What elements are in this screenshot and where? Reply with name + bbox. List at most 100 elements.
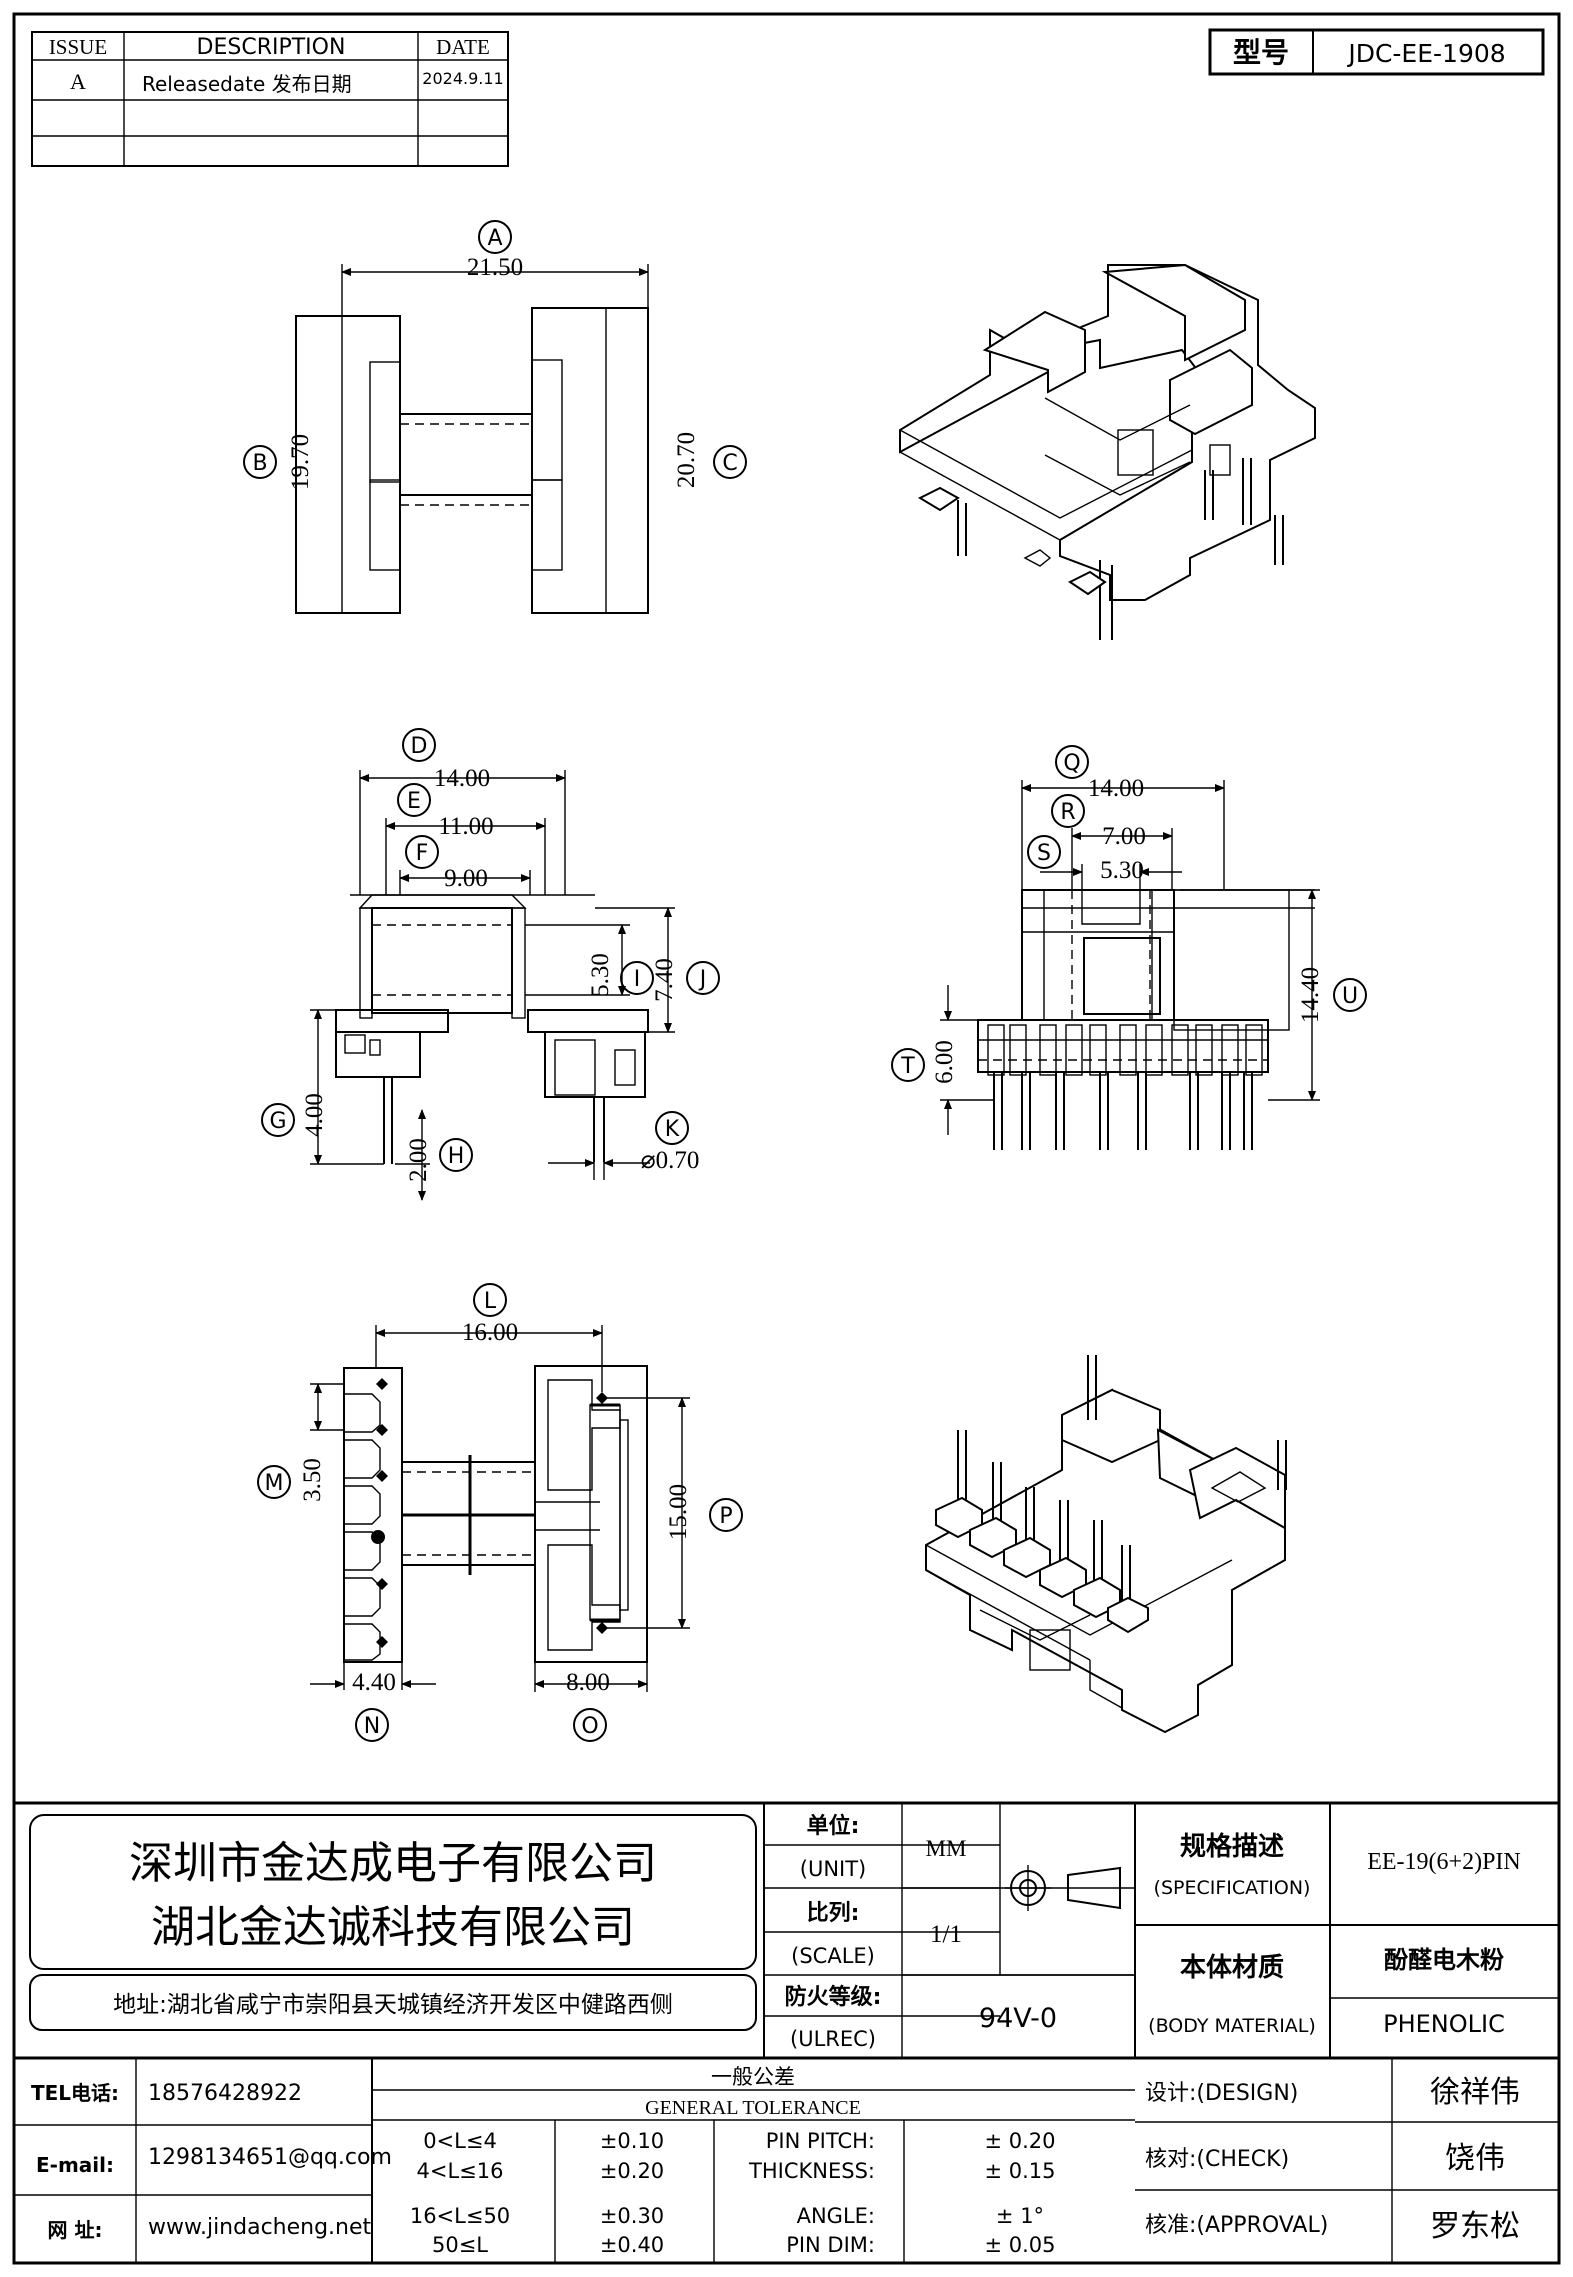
svg-text:A: A bbox=[487, 226, 502, 251]
material-label-en: (BODY MATERIAL) bbox=[1148, 2015, 1316, 2037]
dim-e-value: 11.00 bbox=[438, 813, 493, 840]
model-box: 型号 JDC-EE-1908 bbox=[1208, 28, 1545, 76]
svg-text:± 0.15: ± 0.15 bbox=[984, 2159, 1055, 2183]
svg-text:H: H bbox=[448, 1144, 465, 1169]
dim-t-value: 6.00 bbox=[931, 1040, 958, 1084]
isometric-view-top bbox=[899, 263, 1316, 640]
tolerance-row: 4<L≤16 ±0.20 THICKNESS: ± 0.15 bbox=[417, 2159, 1056, 2183]
svg-text:U: U bbox=[1342, 984, 1358, 1009]
svg-text:± 0.20: ± 0.20 bbox=[984, 2129, 1055, 2153]
svg-text:± 0.05: ± 0.05 bbox=[984, 2233, 1055, 2257]
company-name-1: 深圳市金达成电子有限公司 bbox=[129, 1838, 657, 1889]
model-value: JDC-EE-1908 bbox=[1346, 39, 1505, 68]
svg-text:±0.20: ±0.20 bbox=[600, 2159, 664, 2183]
company-name-2: 湖北金达诚科技有限公司 bbox=[151, 1902, 635, 1953]
tolerance-title-en: GENERAL TOLERANCE bbox=[645, 2097, 861, 2119]
svg-text:0<L≤4: 0<L≤4 bbox=[423, 2129, 497, 2153]
dim-u-value: 14.40 bbox=[1297, 967, 1324, 1023]
dim-j-value: 7.40 bbox=[651, 958, 678, 1002]
svg-text:K: K bbox=[665, 1117, 680, 1142]
scale-value: 1/1 bbox=[930, 1921, 962, 1948]
side-view bbox=[940, 780, 1320, 1150]
tolerance-title-cn: 一般公差 bbox=[711, 2065, 795, 2089]
material-value-en: PHENOLIC bbox=[1383, 2010, 1505, 2038]
balloon-t: T bbox=[891, 1048, 925, 1082]
dim-p-value: 15.00 bbox=[665, 1484, 692, 1540]
unit-label-en: (UNIT) bbox=[800, 1857, 867, 1881]
unit-value: MM bbox=[926, 1836, 967, 1861]
company-address: 地址:湖北省咸宁市崇阳县天城镇经济开发区中健路西侧 bbox=[113, 1992, 673, 2018]
svg-text:O: O bbox=[581, 1714, 598, 1739]
tel-label: TEL电话: bbox=[31, 2081, 119, 2105]
balloon-o: O bbox=[573, 1708, 607, 1742]
balloon-n: N bbox=[355, 1708, 389, 1742]
balloon-s: S bbox=[1027, 835, 1061, 869]
rev-issue-value: A bbox=[70, 69, 86, 94]
dim-m-value: 3.50 bbox=[299, 1458, 326, 1502]
rev-header-description: DESCRIPTION bbox=[197, 35, 346, 60]
dim-k-value: ⌀0.70 bbox=[641, 1147, 700, 1174]
sheet-border bbox=[12, 12, 1561, 2265]
ulrec-value: 94V-0 bbox=[979, 2003, 1057, 2034]
approval-value: 罗东松 bbox=[1430, 2209, 1520, 2244]
dim-f-value: 9.00 bbox=[444, 865, 488, 892]
dim-i-value: 5.30 bbox=[587, 953, 614, 997]
revision-table: ISSUE DESCRIPTION DATE A Releasedate 发布日… bbox=[31, 31, 509, 167]
svg-text:4<L≤16: 4<L≤16 bbox=[417, 2159, 504, 2183]
design-label: 设计:(DESIGN) bbox=[1145, 2081, 1298, 2106]
dimension-labels: 21.50 19.70 20.70 14.00 11.00 9.00 4.00 … bbox=[287, 254, 1324, 1696]
balloon-p: P bbox=[709, 1498, 743, 1532]
svg-text:THICKNESS:: THICKNESS: bbox=[748, 2159, 875, 2183]
svg-text:F: F bbox=[416, 841, 429, 866]
check-label: 核对:(CHECK) bbox=[1145, 2147, 1289, 2172]
balloon-m: M bbox=[257, 1465, 291, 1499]
rev-date-value: 2024.9.11 bbox=[422, 69, 503, 88]
svg-text:D: D bbox=[411, 734, 428, 759]
projection-symbol-icon bbox=[1005, 1865, 1121, 1911]
rev-header-date: DATE bbox=[436, 35, 490, 59]
svg-text:N: N bbox=[364, 1714, 380, 1739]
svg-text:C: C bbox=[722, 451, 737, 476]
email-label: E-mail: bbox=[36, 2153, 114, 2177]
balloon-i: I bbox=[620, 961, 654, 995]
material-label-cn: 本体材质 bbox=[1180, 1953, 1284, 1983]
balloon-a: A bbox=[478, 220, 512, 254]
svg-text:I: I bbox=[634, 967, 641, 992]
svg-text:L: L bbox=[484, 1289, 497, 1314]
rev-description-value: Releasedate 发布日期 bbox=[142, 72, 352, 96]
tolerance-row: 50≤L ±0.40 PIN DIM: ± 0.05 bbox=[432, 2233, 1056, 2257]
model-label: 型号 bbox=[1233, 36, 1289, 69]
balloon-l: L bbox=[473, 1283, 507, 1317]
top-view bbox=[295, 264, 649, 614]
approval-label: 核准:(APPROVAL) bbox=[1145, 2213, 1328, 2238]
tolerance-row: 0<L≤4 ±0.10 PIN PITCH: ± 0.20 bbox=[423, 2129, 1055, 2153]
balloon-q: Q bbox=[1055, 745, 1089, 779]
svg-text:16<L≤50: 16<L≤50 bbox=[410, 2204, 510, 2228]
scale-label-cn: 比列: bbox=[807, 1901, 860, 1926]
ulrec-label-en: (ULREC) bbox=[790, 2027, 876, 2051]
rev-header-issue: ISSUE bbox=[49, 35, 107, 59]
balloon-b: B bbox=[243, 445, 277, 479]
balloon-d: D bbox=[402, 728, 436, 762]
balloon-g: G bbox=[261, 1103, 295, 1137]
isometric-view-bottom bbox=[925, 1355, 1287, 1734]
dim-q-value: 14.00 bbox=[1088, 775, 1144, 802]
tolerance-row: 16<L≤50 ±0.30 ANGLE: ± 1° bbox=[410, 2204, 1044, 2228]
material-value-cn: 酚醛电木粉 bbox=[1384, 1946, 1504, 1974]
title-block: 深圳市金达成电子有限公司 湖北金达诚科技有限公司 地址:湖北省咸宁市崇阳县天城镇… bbox=[14, 1801, 1559, 2263]
svg-text:T: T bbox=[900, 1054, 915, 1079]
dim-c-value: 20.70 bbox=[673, 432, 700, 488]
dim-a-value: 21.50 bbox=[467, 254, 523, 281]
svg-text:G: G bbox=[269, 1109, 286, 1134]
dim-h-value: 2.00 bbox=[405, 1138, 432, 1182]
spec-label-en: (SPECIFICATION) bbox=[1154, 1877, 1311, 1899]
dim-g-value: 4.00 bbox=[301, 1093, 328, 1137]
dim-r-value: 7.00 bbox=[1102, 823, 1146, 850]
dimension-balloons: A B C D E F G H I J K L M N O P Q R S T … bbox=[243, 220, 1367, 1742]
check-value: 饶伟 bbox=[1445, 2141, 1505, 2176]
unit-label-cn: 单位: bbox=[807, 1813, 860, 1839]
scale-label-en: (SCALE) bbox=[791, 1944, 875, 1968]
web-value: www.jindacheng.net bbox=[148, 2215, 372, 2240]
